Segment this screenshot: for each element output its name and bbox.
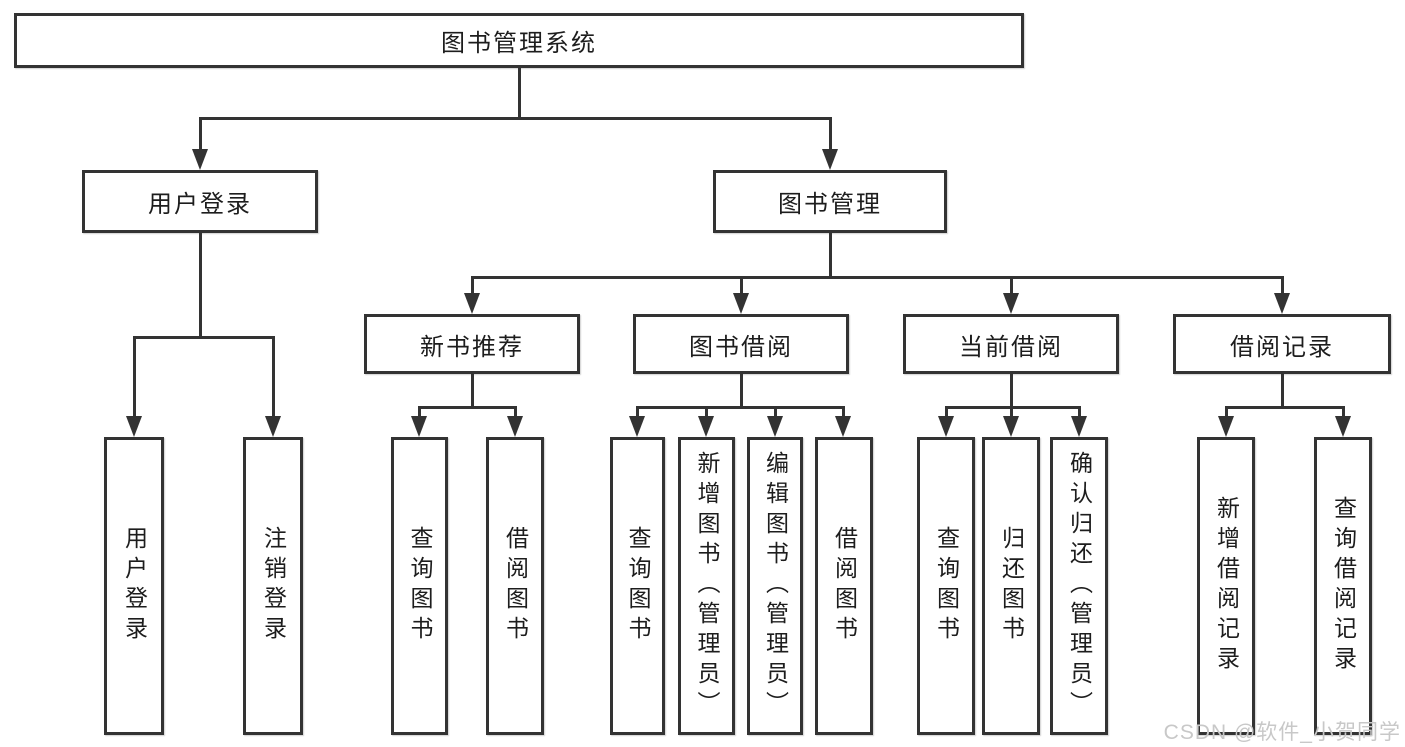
leaf-borrow-book: 借阅图书	[815, 437, 873, 735]
arrowhead-down-icon	[192, 149, 208, 170]
leaf-label: 查询借阅记录	[1330, 496, 1357, 676]
arrowhead-down-icon	[265, 416, 281, 437]
arrowhead-down-icon	[1218, 416, 1234, 437]
connector-line	[841, 406, 845, 418]
node-label: 借阅记录	[1230, 333, 1334, 361]
arrowhead-down-icon	[1274, 293, 1290, 314]
node-label: 新书推荐	[420, 333, 524, 361]
connector-line	[517, 68, 521, 120]
arrowhead-down-icon	[835, 416, 851, 437]
connector-line	[1341, 406, 1345, 418]
connector-line	[198, 117, 832, 120]
leaf-label: 归还图书	[998, 526, 1025, 646]
connector-line	[635, 406, 639, 418]
leaf-label: 新增图书（管理员）	[694, 451, 720, 721]
arrowhead-down-icon	[629, 416, 645, 437]
connector-line	[773, 406, 777, 418]
node-user-login: 用户登录	[82, 170, 318, 233]
connector-line	[198, 233, 202, 339]
leaf-query-book-borrow: 查询图书	[610, 437, 665, 735]
arrowhead-down-icon	[1003, 416, 1019, 437]
leaf-label: 借阅图书	[831, 526, 858, 646]
arrowhead-down-icon	[822, 149, 838, 170]
connector-line	[704, 406, 708, 418]
connector-line	[1009, 276, 1013, 295]
node-label: 图书借阅	[689, 333, 793, 361]
leaf-edit-book-admin: 编辑图书（管理员）	[747, 437, 803, 735]
leaf-label: 查询图书	[407, 526, 433, 646]
arrowhead-down-icon	[733, 293, 749, 314]
node-label: 图书管理	[778, 191, 882, 218]
node-new-book-recommend: 新书推荐	[364, 314, 580, 374]
arrowhead-down-icon	[1003, 293, 1019, 314]
node-current-borrow: 当前借阅	[903, 314, 1119, 374]
connector-line	[739, 276, 743, 295]
leaf-label: 注销登录	[260, 526, 287, 646]
connector-line	[1280, 276, 1284, 295]
connector-line	[944, 406, 1081, 409]
connector-line	[470, 374, 474, 409]
leaf-label: 编辑图书（管理员）	[762, 451, 789, 721]
arrowhead-down-icon	[126, 416, 142, 437]
leaf-label: 查询图书	[625, 526, 651, 646]
leaf-add-borrow-record: 新增借阅记录	[1197, 437, 1255, 735]
leaf-add-book-admin: 新增图书（管理员）	[678, 437, 735, 735]
connector-line	[132, 336, 136, 418]
node-label: 用户登录	[148, 191, 252, 218]
arrowhead-down-icon	[1335, 416, 1351, 437]
leaf-user-login: 用户登录	[104, 437, 164, 735]
leaf-query-borrow-record: 查询借阅记录	[1314, 437, 1372, 735]
arrowhead-down-icon	[767, 416, 783, 437]
leaf-query-book-current: 查询图书	[917, 437, 975, 735]
node-book-management: 图书管理	[713, 170, 947, 233]
connector-line	[271, 336, 275, 418]
connector-line	[1009, 406, 1013, 418]
node-label: 图书管理系统	[441, 30, 597, 57]
leaf-borrow-book-recommend: 借阅图书	[486, 437, 544, 735]
leaf-label: 查询图书	[933, 526, 960, 646]
arrowhead-down-icon	[938, 416, 954, 437]
node-root-library-system: 图书管理系统	[14, 13, 1024, 68]
arrowhead-down-icon	[698, 416, 714, 437]
connector-line	[470, 276, 1284, 279]
connector-line	[1280, 374, 1284, 409]
arrowhead-down-icon	[1071, 416, 1087, 437]
connector-line	[828, 117, 832, 151]
connector-line	[470, 276, 474, 295]
csdn-watermark: CSDN @软件_小贺同学	[1163, 721, 1401, 744]
node-label: 当前借阅	[959, 333, 1063, 361]
connector-line	[828, 233, 832, 279]
leaf-label: 新增借阅记录	[1213, 496, 1240, 676]
leaf-label: 用户登录	[121, 526, 148, 646]
connector-line	[1009, 374, 1013, 409]
connector-line	[944, 406, 948, 418]
leaf-return-book: 归还图书	[982, 437, 1040, 735]
connector-line	[198, 117, 202, 151]
connector-line	[1224, 406, 1345, 409]
connector-line	[417, 406, 517, 409]
arrowhead-down-icon	[411, 416, 427, 437]
connector-line	[513, 406, 517, 418]
connector-line	[635, 406, 845, 409]
connector-line	[1077, 406, 1081, 418]
leaf-logout-login: 注销登录	[243, 437, 303, 735]
connector-line	[739, 374, 743, 409]
arrowhead-down-icon	[464, 293, 480, 314]
leaf-query-book-recommend: 查询图书	[391, 437, 448, 735]
connector-line	[132, 336, 275, 339]
node-book-borrow: 图书借阅	[633, 314, 849, 374]
connector-line	[1224, 406, 1228, 418]
leaf-confirm-return-admin: 确认归还（管理员）	[1050, 437, 1108, 735]
leaf-label: 借阅图书	[502, 526, 529, 646]
node-borrow-record: 借阅记录	[1173, 314, 1391, 374]
arrowhead-down-icon	[507, 416, 523, 437]
leaf-label: 确认归还（管理员）	[1066, 451, 1093, 721]
connector-line	[417, 406, 421, 418]
